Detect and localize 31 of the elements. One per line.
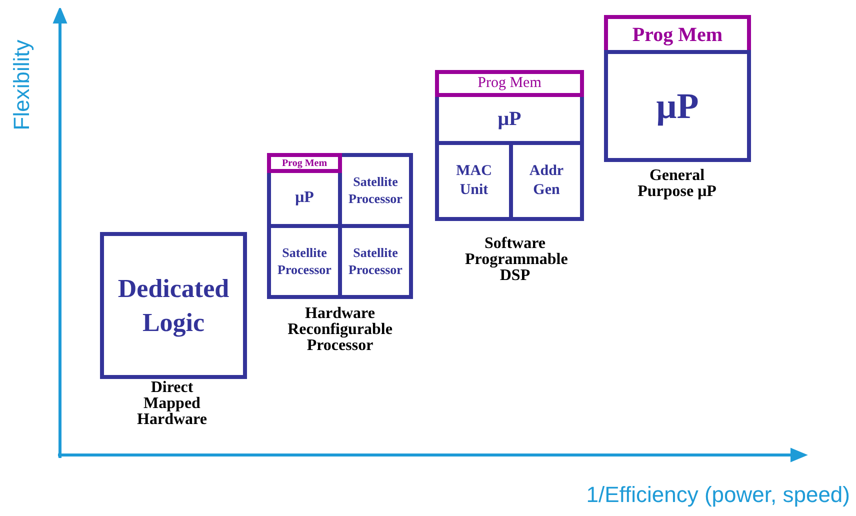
axis-label: 1/Efficiency (power, speed)	[586, 482, 850, 508]
address-cell	[513, 145, 580, 217]
dsp-block	[435, 70, 584, 221]
mac-cell	[439, 145, 509, 217]
block-label: Dedicated Logic	[116, 272, 230, 339]
node-label: Software Programmable DSP	[465, 236, 565, 284]
node-label: Direct Mapped Hardware	[136, 380, 208, 428]
processor-block	[267, 153, 413, 299]
block-label: μP	[496, 107, 522, 132]
node-label: General Purpose μP	[636, 168, 718, 200]
block-label: MAC Unit	[455, 162, 493, 200]
logic-block	[100, 232, 247, 379]
block-label: Prog Mem	[280, 156, 328, 170]
memory-block	[435, 70, 584, 97]
processor-cell	[342, 228, 409, 295]
block-label: Addr Gen	[528, 162, 565, 200]
block-label: μP	[294, 188, 315, 208]
block-label: μP	[655, 84, 700, 128]
node-label: Hardware Reconfigurable Processor	[286, 306, 394, 354]
block-label: Prog Mem	[476, 74, 542, 93]
axis-label: Flexibility	[9, 38, 35, 132]
processor-cell	[271, 173, 338, 224]
block-label: Satellite Processor	[348, 174, 404, 208]
processor-cell	[439, 97, 580, 141]
processor-cell	[271, 228, 338, 295]
block-label: Satellite Processor	[348, 244, 404, 278]
block-label: Satellite Processor	[276, 244, 332, 278]
processor-cell	[342, 157, 409, 224]
block-label: Prog Mem	[631, 22, 724, 48]
processor-block	[604, 50, 751, 162]
memory-block	[267, 153, 342, 173]
